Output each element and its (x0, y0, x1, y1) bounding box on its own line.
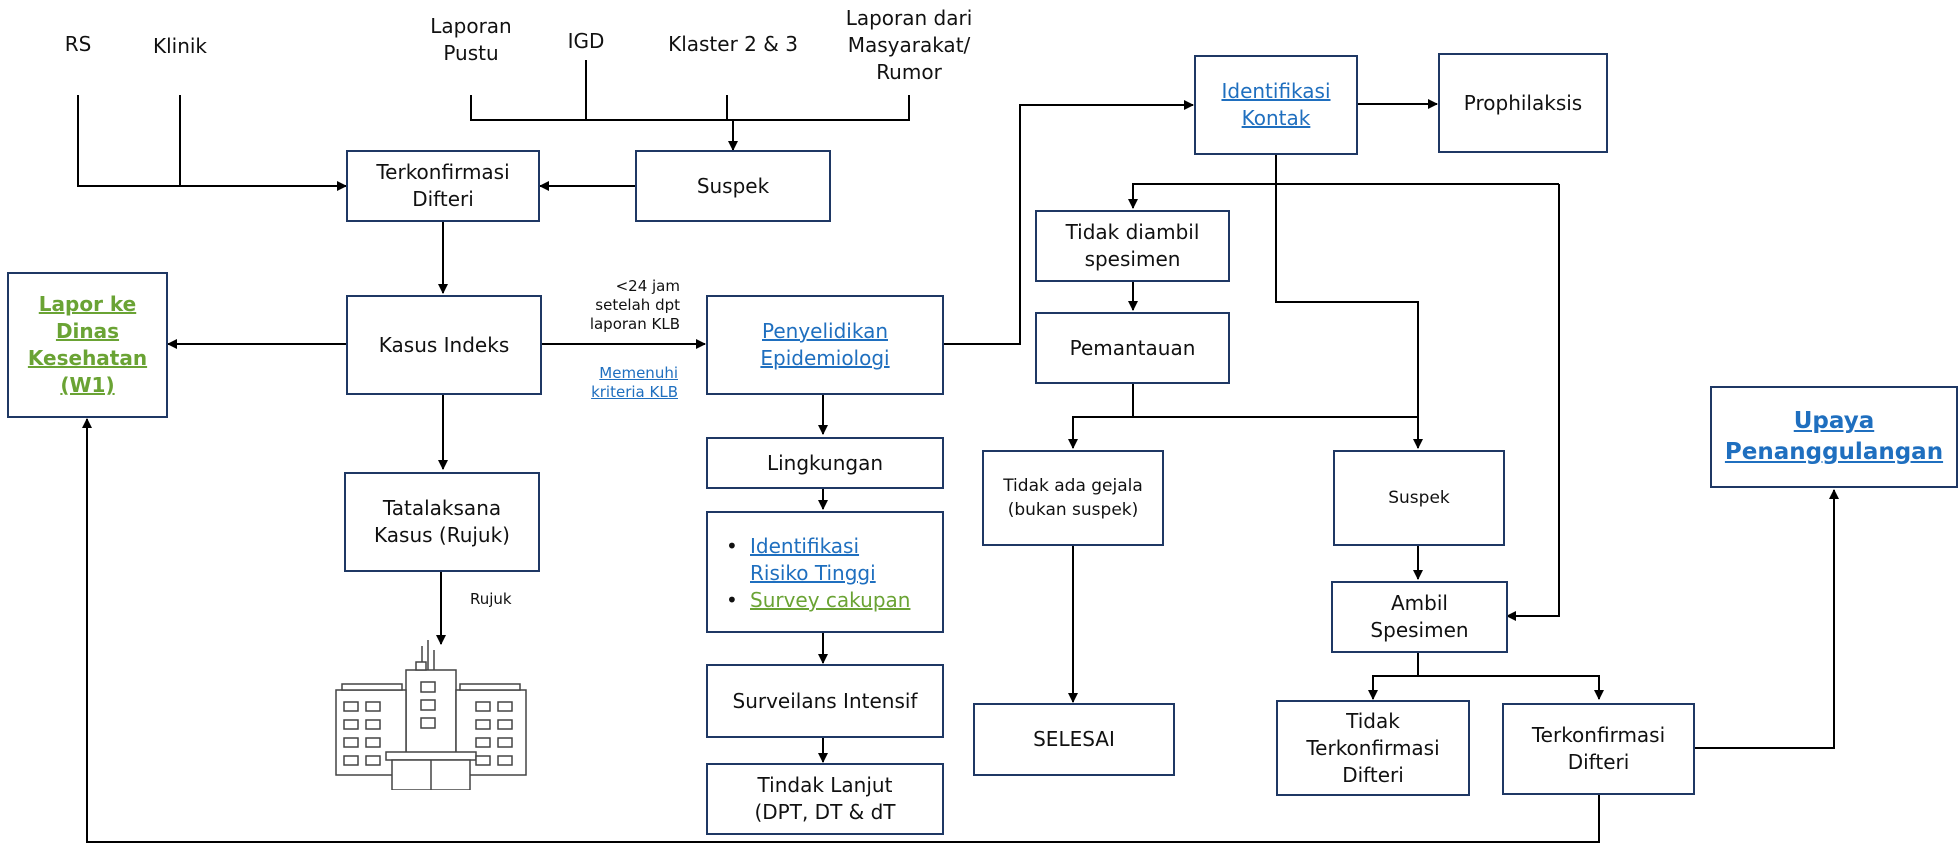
prophilaksis-box: Prophilaksis (1438, 53, 1608, 153)
source-rs: RS (64, 32, 92, 56)
tidak-ada-gejala-label: Tidak ada gejala (bukan suspek) (1003, 476, 1143, 520)
surveilans-box: Surveilans Intensif (706, 664, 944, 738)
survey-cakupan-link[interactable]: Survey cakupan (750, 588, 911, 612)
bullet-identifikasi-risiko: • Identifikasi Risiko Tinggi (726, 533, 876, 587)
tatalaksana-box: Tatalaksana Kasus (Rujuk) (344, 472, 540, 572)
terkonfirmasi-difteri-top-label: Terkonfirmasi Difteri (376, 160, 510, 211)
tindak-lanjut-box: Tindak Lanjut (DPT, DT & dT (706, 763, 944, 835)
tindak-lanjut-label: Tindak Lanjut (DPT, DT & dT (754, 773, 896, 824)
rujuk-note: Rujuk (470, 590, 512, 608)
suspek-top-label: Suspek (696, 173, 770, 198)
lingkungan-box: Lingkungan (706, 437, 944, 489)
tatalaksana-label: Tatalaksana Kasus (Rujuk) (374, 496, 510, 547)
bullet-survey-cakupan: • Survey cakupan (726, 587, 910, 614)
identifikasi-kontak-box[interactable]: Identifikasi Kontak (1194, 55, 1358, 155)
risk-survey-box: • Identifikasi Risiko Tinggi • Survey ca… (706, 511, 944, 633)
hospital-icon (326, 640, 536, 791)
penyelidikan-box[interactable]: Penyelidikan Epidemiologi (706, 295, 944, 395)
suspek-top-box: Suspek (635, 150, 831, 222)
terkonfirmasi-difteri-bottom-box: Terkonfirmasi Difteri (1502, 703, 1695, 795)
pemantauan-box: Pemantauan (1035, 312, 1230, 384)
time-note: <24 jam setelah dpt laporan KLB (589, 277, 680, 333)
source-klaster: Klaster 2 & 3 (668, 32, 798, 56)
lapor-dinas-link[interactable]: Lapor ke Dinas Kesehatan (W1) (27, 292, 148, 397)
kriteria-klb-link[interactable]: Memenuhi kriteria KLB (591, 364, 678, 401)
tidak-diambil-box: Tidak diambil spesimen (1035, 210, 1230, 282)
pemantauan-label: Pemantauan (1069, 335, 1196, 360)
tidak-terkonfirmasi-label: Tidak Terkonfirmasi Difteri (1306, 708, 1440, 787)
tidak-diambil-label: Tidak diambil spesimen (1065, 220, 1200, 271)
terkonfirmasi-difteri-bottom-label: Terkonfirmasi Difteri (1531, 723, 1666, 774)
upaya-link[interactable]: Upaya Penanggulangan (1724, 408, 1944, 465)
tidak-ada-gejala-box: Tidak ada gejala (bukan suspek) (982, 450, 1164, 546)
terkonfirmasi-difteri-top-box: Terkonfirmasi Difteri (346, 150, 540, 222)
identifikasi-kontak-link[interactable]: Identifikasi Kontak (1221, 79, 1331, 130)
identifikasi-risiko-link[interactable]: Identifikasi Risiko Tinggi (750, 534, 876, 585)
source-igd: IGD (567, 29, 605, 53)
selesai-label: SELESAI (1033, 727, 1115, 751)
lapor-dinas-box[interactable]: Lapor ke Dinas Kesehatan (W1) (7, 272, 168, 418)
upaya-box[interactable]: Upaya Penanggulangan (1710, 386, 1958, 488)
source-klinik: Klinik (152, 34, 208, 58)
prophilaksis-label: Prophilaksis (1463, 90, 1583, 115)
kasus-indeks-label: Kasus Indeks (378, 332, 510, 357)
penyelidikan-link[interactable]: Penyelidikan Epidemiologi (760, 319, 890, 370)
selesai-box: SELESAI (973, 703, 1175, 776)
ambil-spesimen-box: Ambil Spesimen (1331, 581, 1508, 653)
bullet-icon: • (726, 588, 738, 612)
suspek-right-label: Suspek (1388, 487, 1450, 508)
tidak-terkonfirmasi-box: Tidak Terkonfirmasi Difteri (1276, 700, 1470, 796)
kasus-indeks-box: Kasus Indeks (346, 295, 542, 395)
bullet-icon: • (726, 534, 738, 558)
source-laporan-masyarakat: Laporan dari Masyarakat/ Rumor (845, 6, 973, 84)
ambil-spesimen-label: Ambil Spesimen (1370, 591, 1469, 642)
suspek-right-box: Suspek (1333, 450, 1505, 546)
lingkungan-label: Lingkungan (766, 450, 883, 475)
surveilans-label: Surveilans Intensif (732, 688, 918, 713)
source-laporan-pustu: Laporan Pustu (430, 14, 512, 65)
